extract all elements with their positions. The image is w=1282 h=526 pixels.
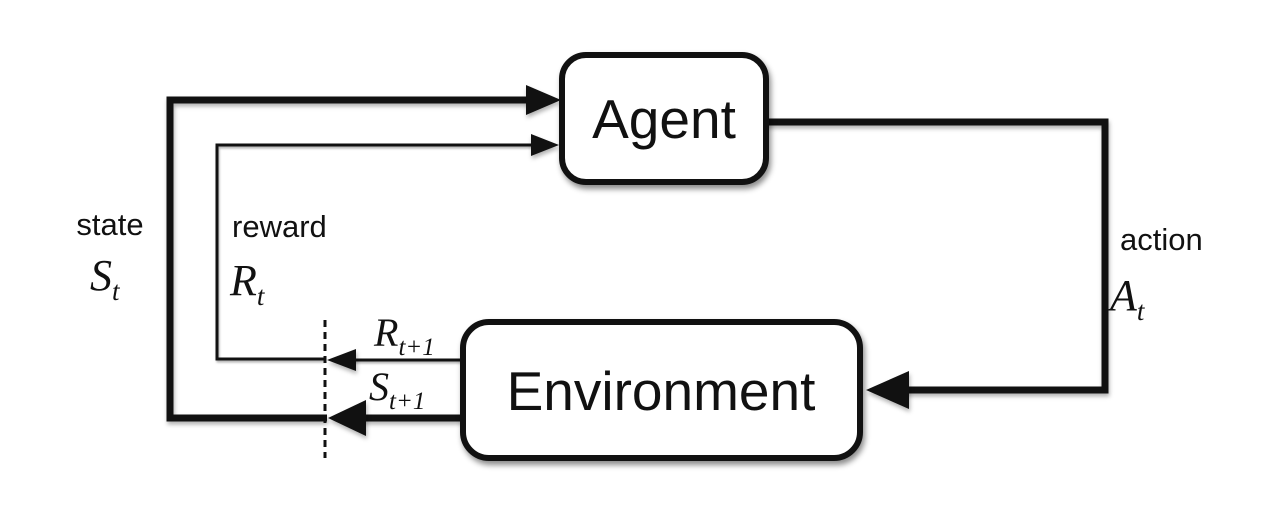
state-flow bbox=[166, 85, 561, 422]
next-state-arrowhead-icon bbox=[328, 400, 366, 436]
reward-flow bbox=[215, 134, 559, 361]
state-arrow-line bbox=[166, 96, 530, 422]
action-flow bbox=[765, 118, 1109, 409]
reward-arrow-line bbox=[215, 143, 534, 361]
next-reward-symbol-label: Rt+1 bbox=[373, 310, 435, 361]
agent-node: Agent bbox=[559, 52, 769, 185]
action-word-label: action bbox=[1120, 222, 1203, 257]
environment-node: Environment bbox=[460, 319, 863, 461]
agent-label: Agent bbox=[592, 88, 736, 150]
action-arrowhead-icon bbox=[866, 371, 909, 409]
next-state-symbol-label: St+1 bbox=[369, 364, 425, 415]
reward-label-group: reward Rt bbox=[229, 209, 327, 311]
state-arrowhead-icon bbox=[526, 85, 561, 115]
action-label-group: action At bbox=[1107, 222, 1203, 326]
next-state-flow bbox=[328, 400, 463, 436]
state-label-group: state St bbox=[76, 207, 143, 306]
environment-label: Environment bbox=[507, 360, 816, 422]
action-arrow-line bbox=[765, 118, 1109, 394]
state-word-label: state bbox=[76, 207, 143, 242]
reward-symbol-label: Rt bbox=[229, 256, 266, 311]
agent-box bbox=[559, 52, 769, 185]
action-symbol-label: At bbox=[1107, 271, 1146, 326]
next-reward-flow bbox=[327, 349, 463, 371]
reward-arrowhead-icon bbox=[531, 134, 559, 156]
reward-word-label: reward bbox=[232, 209, 327, 244]
next-reward-arrowhead-icon bbox=[327, 349, 356, 371]
state-symbol-label: St bbox=[90, 251, 121, 306]
environment-box bbox=[460, 319, 863, 461]
